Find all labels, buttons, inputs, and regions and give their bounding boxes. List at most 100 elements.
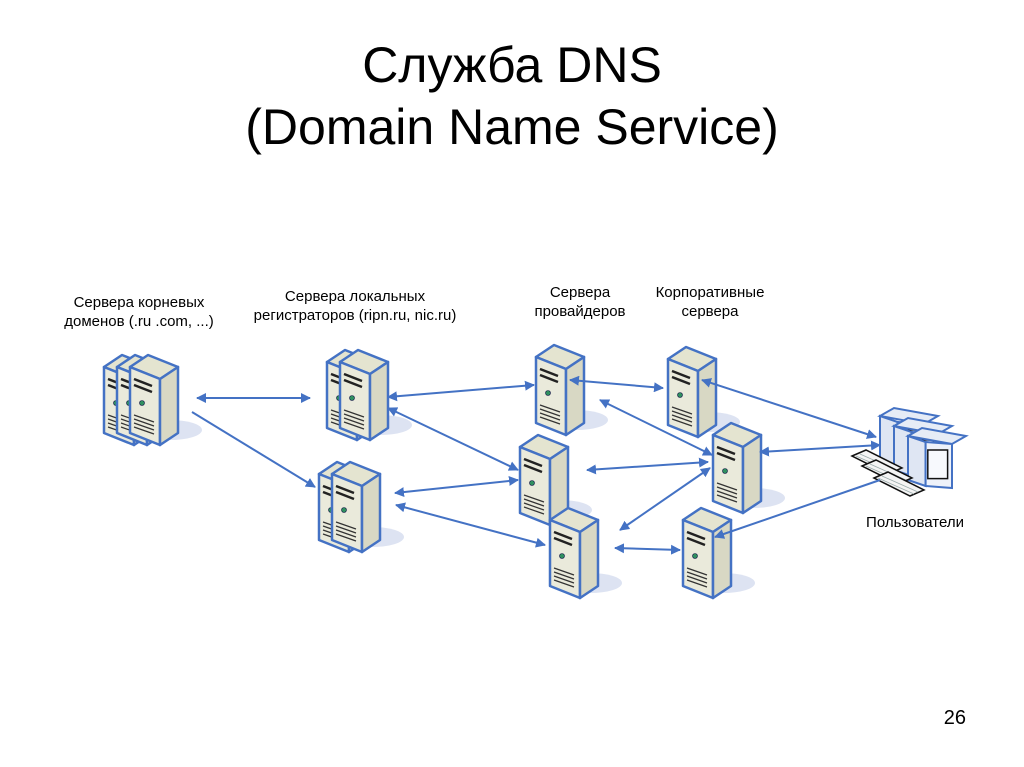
server-side xyxy=(368,360,390,442)
drive-slot xyxy=(523,457,543,468)
connection-prov1-corp1 xyxy=(569,375,664,393)
vent-line xyxy=(716,490,738,499)
vent-line xyxy=(553,571,575,580)
drive-slot xyxy=(133,377,153,388)
drive-slot xyxy=(343,372,363,383)
slide-title: Служба DNS (Domain Name Service) xyxy=(0,34,1024,158)
key-row xyxy=(881,475,919,493)
connection-root-reg2 xyxy=(191,411,316,488)
drive-slot xyxy=(335,490,355,501)
node-prov1 xyxy=(534,343,608,437)
connection-reg1-prov1 xyxy=(387,380,535,402)
vent-line xyxy=(686,579,708,588)
label-line: провайдеров xyxy=(534,303,626,320)
node-reg1 xyxy=(325,348,412,442)
power-led xyxy=(139,400,145,406)
label-line: Сервера корневых xyxy=(73,294,205,311)
vent-line xyxy=(539,412,561,421)
connection-reg1-prov2 xyxy=(387,407,519,471)
vent-line xyxy=(686,571,708,580)
power-led xyxy=(692,553,698,559)
vent-line xyxy=(553,579,575,588)
vent-line xyxy=(686,575,708,584)
vent-line xyxy=(343,409,365,418)
vent-line xyxy=(133,414,155,423)
vent-line xyxy=(335,529,357,538)
drive-slot xyxy=(343,378,363,389)
drive-slot xyxy=(716,445,736,456)
vent-line xyxy=(335,521,357,530)
node-corp3 xyxy=(681,506,755,600)
server-side xyxy=(578,518,600,600)
drive-slot xyxy=(523,463,543,474)
drive-slot xyxy=(133,383,153,394)
key-row xyxy=(877,477,915,495)
label-line: сервера xyxy=(681,303,739,320)
node-users xyxy=(850,406,969,497)
server-side xyxy=(711,518,733,600)
label-line: Пользователи xyxy=(866,514,964,531)
power-led xyxy=(529,480,535,486)
vent-line xyxy=(716,494,738,503)
label-users: Пользователи xyxy=(855,513,975,532)
screen xyxy=(927,449,949,480)
node-corp2 xyxy=(711,421,785,515)
vent-line xyxy=(335,525,357,534)
server-side xyxy=(360,472,382,554)
power-led xyxy=(545,390,551,396)
vent-line xyxy=(343,421,365,430)
drive-slot xyxy=(553,536,573,547)
label-line: Сервера xyxy=(549,284,611,301)
connection-prov1-corp2 xyxy=(599,399,713,456)
vent-line xyxy=(539,404,561,413)
label-line: регистраторов (ripn.ru, nic.ru) xyxy=(253,307,457,324)
vent-line xyxy=(133,418,155,427)
vent-line xyxy=(133,426,155,435)
drive-slot xyxy=(686,536,706,547)
server-side xyxy=(696,357,718,439)
power-led xyxy=(341,507,347,513)
power-led xyxy=(722,468,728,474)
vent-line xyxy=(539,416,561,425)
vent-line xyxy=(523,494,545,503)
connection-reg2-prov2 xyxy=(394,475,519,498)
label-line: доменов (.ru .com, ...) xyxy=(64,313,214,330)
label-line: Корпоративные xyxy=(655,284,765,301)
drive-slot xyxy=(539,367,559,378)
vent-line xyxy=(716,482,738,491)
connection-prov2-corp2 xyxy=(586,457,709,475)
drive-slot xyxy=(686,530,706,541)
drive-slot xyxy=(553,530,573,541)
vent-line xyxy=(716,486,738,495)
drive-slot xyxy=(716,451,736,462)
connection-users-corp1 xyxy=(701,378,877,439)
vent-line xyxy=(343,417,365,426)
power-led xyxy=(559,553,565,559)
connection-prov3-corp2 xyxy=(619,467,711,531)
server-side xyxy=(564,355,586,437)
vent-line xyxy=(335,533,357,542)
node-reg2 xyxy=(317,460,404,554)
vent-line xyxy=(343,413,365,422)
drive-slot xyxy=(671,375,691,386)
title-line-2: (Domain Name Service) xyxy=(245,99,779,155)
server-side xyxy=(158,365,180,447)
vent-line xyxy=(553,567,575,576)
drive-slot xyxy=(335,484,355,495)
label-line: Сервера локальных xyxy=(284,288,426,305)
label-registrar-servers: Сервера локальных регистраторов (ripn.ru… xyxy=(230,287,480,325)
label-root-servers: Сервера корневых доменов (.ru .com, ...) xyxy=(44,293,234,331)
vent-line xyxy=(553,575,575,584)
vent-line xyxy=(133,422,155,431)
page-number: 26 xyxy=(943,707,966,729)
power-led xyxy=(677,392,683,398)
power-led xyxy=(349,395,355,401)
vent-line xyxy=(539,408,561,417)
label-provider-servers: Сервера провайдеров xyxy=(520,283,640,321)
title-line-1: Служба DNS xyxy=(362,37,662,93)
label-corporate-servers: Корпоративные сервера xyxy=(645,283,775,321)
connection-reg2-prov3 xyxy=(395,502,546,548)
node-prov2 xyxy=(518,433,592,527)
vent-line xyxy=(686,567,708,576)
node-root xyxy=(102,353,202,447)
